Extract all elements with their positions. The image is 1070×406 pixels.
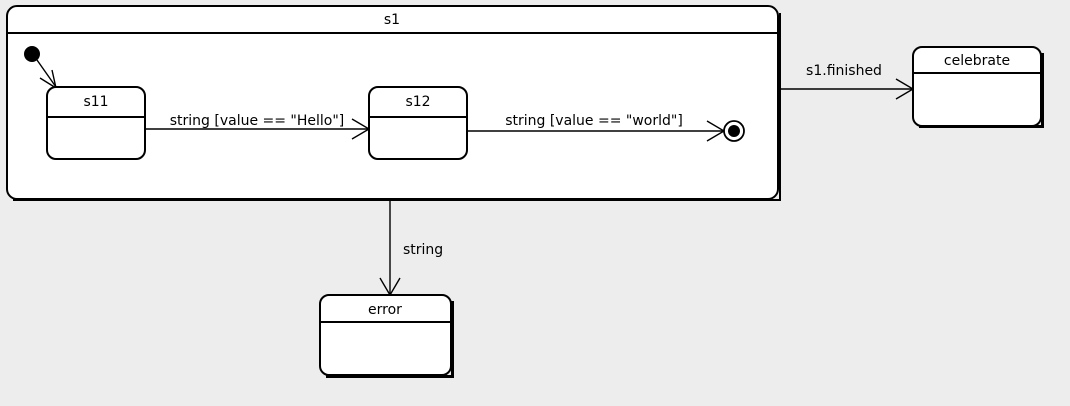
state-s11-border <box>46 86 146 160</box>
state-error[interactable]: error <box>319 294 454 378</box>
state-error-label: error <box>368 302 402 318</box>
transition-s1-to-celebrate-label: s1.finished <box>806 63 882 79</box>
transition-s1-to-error[interactable]: string <box>379 201 443 297</box>
state-celebrate-body <box>913 47 1041 126</box>
transition-s12-to-final-label: string [value == "world"] <box>505 113 683 129</box>
state-s12[interactable]: s12 <box>368 86 468 160</box>
composite-state-s1-border <box>6 5 779 200</box>
state-celebrate[interactable]: celebrate <box>912 46 1044 128</box>
transition-initial-to-s11-line <box>36 59 57 88</box>
state-celebrate-label: celebrate <box>944 53 1010 69</box>
state-error-body <box>320 295 451 375</box>
transition-s11-to-s12-label: string [value == "Hello"] <box>170 113 345 129</box>
transition-s12-to-final[interactable]: string [value == "world"] <box>467 113 726 142</box>
transition-s1-to-error-label: string <box>403 242 443 258</box>
composite-state-s1-label: s1 <box>384 12 400 28</box>
state-celebrate-border <box>912 46 1042 127</box>
state-error-border <box>319 294 452 376</box>
state-s11-body <box>47 87 145 159</box>
state-s11[interactable]: s11 <box>46 86 146 160</box>
transition-s11-to-s12[interactable]: string [value == "Hello"] <box>145 113 371 140</box>
state-s11-label: s11 <box>83 94 108 110</box>
final-state-core <box>728 125 740 137</box>
transition-s1-to-celebrate[interactable]: s1.finished <box>779 63 915 100</box>
state-s12-body <box>369 87 467 159</box>
state-s12-label: s12 <box>405 94 430 110</box>
final-state[interactable] <box>723 120 745 142</box>
initial-state-dot[interactable] <box>24 46 40 62</box>
state-s12-border <box>368 86 468 160</box>
